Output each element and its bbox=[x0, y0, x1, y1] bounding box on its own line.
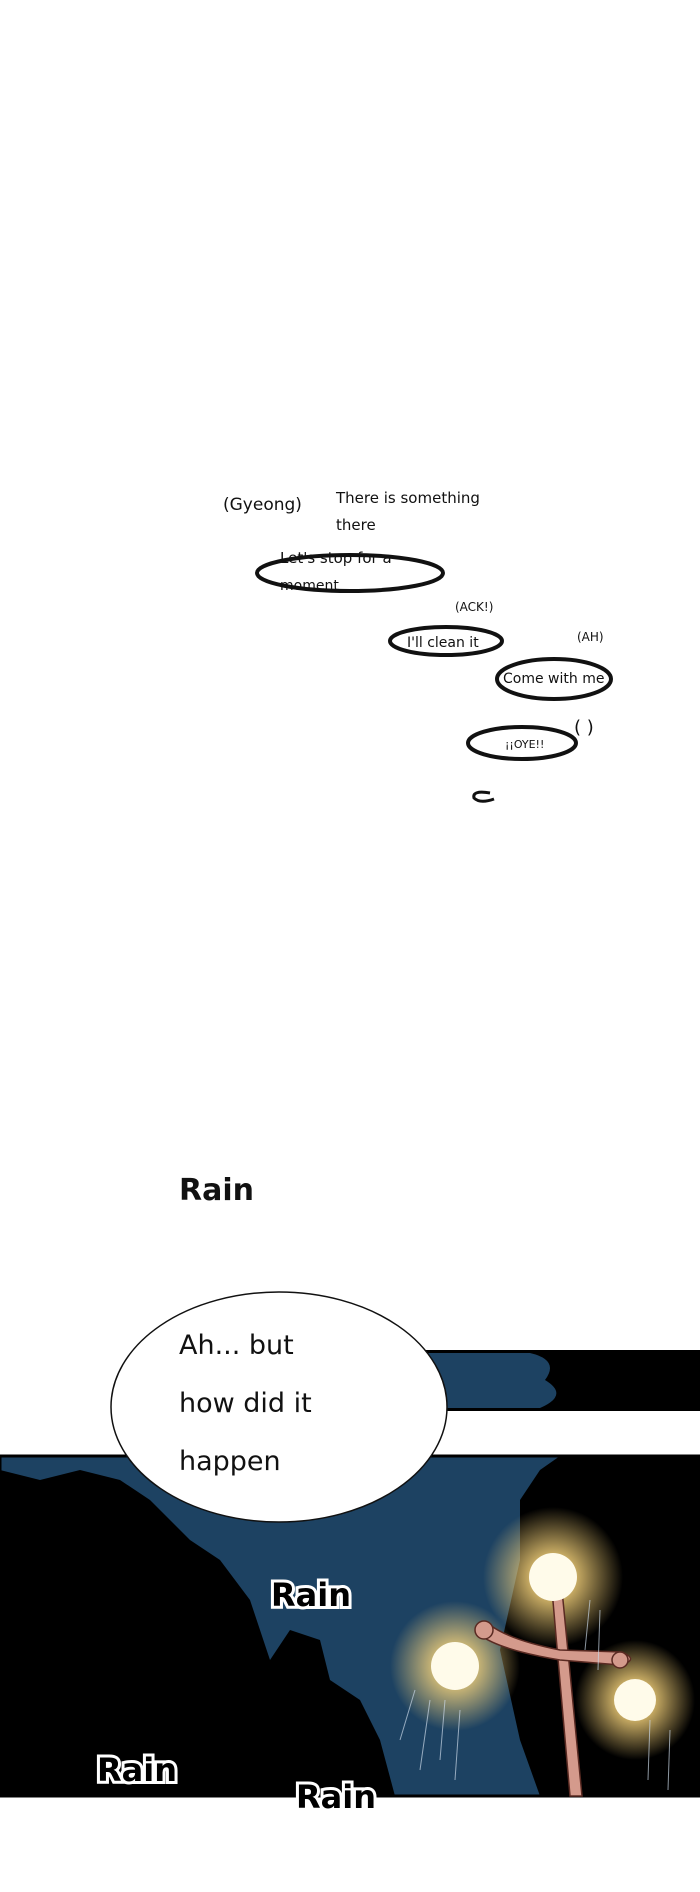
lamp-globe-top bbox=[529, 1553, 577, 1601]
something-line2: there bbox=[336, 516, 376, 534]
street-lamp bbox=[474, 1589, 632, 1797]
empty-parens-text: ( ) bbox=[574, 717, 594, 738]
speech-line3: happen bbox=[179, 1446, 281, 1477]
lamp-globe-right bbox=[614, 1679, 656, 1721]
sfx-rain-2: Rain bbox=[271, 1576, 351, 1614]
something-line1: There is something bbox=[335, 489, 480, 507]
clean-text: I'll clean it bbox=[407, 635, 479, 651]
sfx-rain-3: Rain bbox=[97, 1751, 177, 1789]
sfx-rain-1: Rain bbox=[179, 1173, 254, 1208]
speech-line1: Ah... but bbox=[179, 1330, 294, 1361]
bubble-outline-oye bbox=[466, 725, 578, 761]
bubble-outline-stop bbox=[255, 553, 445, 593]
ah-text: (AH) bbox=[577, 630, 604, 644]
come-text: Come with me bbox=[503, 671, 604, 687]
night-panel bbox=[0, 1454, 700, 1798]
ack-text: (ACK!) bbox=[455, 600, 493, 614]
stop-line2: moment bbox=[280, 578, 339, 594]
gyeong-text: (Gyeong) bbox=[223, 495, 302, 515]
bubble-outline-come bbox=[495, 657, 613, 701]
oye-text: ¡¡OYE!! bbox=[505, 738, 544, 751]
sfx-rain-4: Rain bbox=[296, 1778, 376, 1816]
speech-line2: how did it bbox=[179, 1388, 312, 1419]
stop-line1: Let's stop for a bbox=[280, 549, 392, 567]
bubble-outline-clean bbox=[388, 625, 504, 657]
small-hook-mark bbox=[472, 790, 495, 803]
rain-streaks bbox=[399, 1599, 671, 1791]
lamp-globe-left bbox=[431, 1642, 479, 1690]
trees-left bbox=[0, 1456, 395, 1796]
speech-bubble bbox=[110, 1291, 448, 1523]
